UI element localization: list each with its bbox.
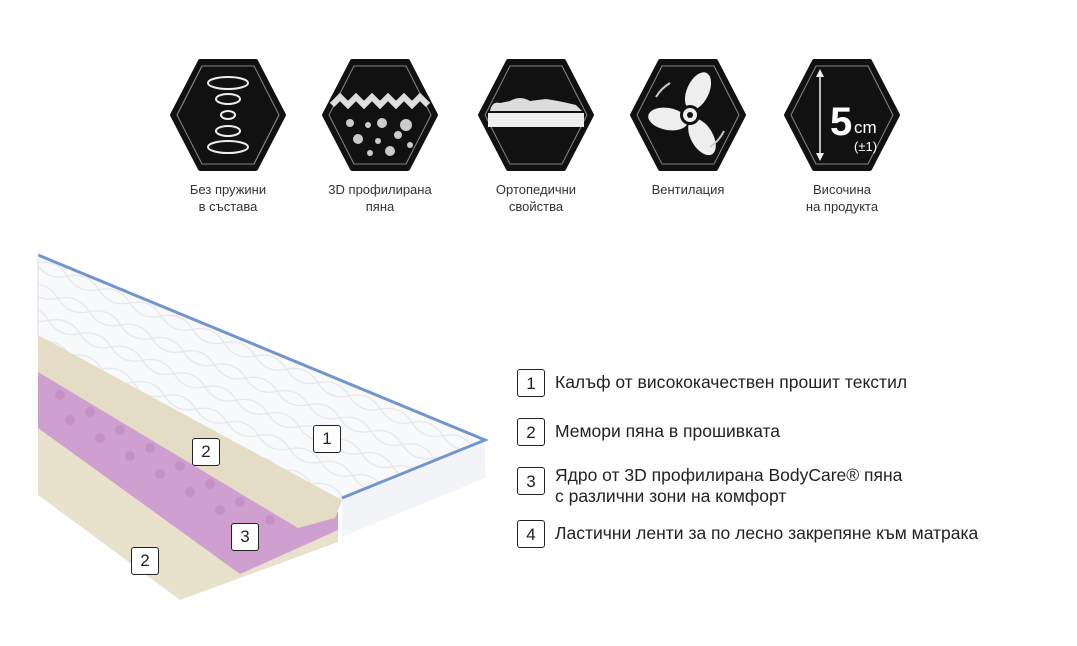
height-tolerance: (±1) <box>854 139 877 154</box>
legend-item: 3 Ядро от 3D профилирана BodyCare® пяна с… <box>517 465 902 507</box>
legend-number: 2 <box>517 418 545 446</box>
feature-ventilation: Вентилация <box>618 55 758 198</box>
legend-text: Ядро от 3D профилирана BodyCare® пяна с … <box>555 465 903 506</box>
feature-label: Ортопедични свойства <box>495 182 577 214</box>
feature-label: 3D профилирана пяна <box>328 182 432 214</box>
diagram-badge-2-top: 2 <box>192 438 220 466</box>
legend-number: 4 <box>517 520 545 548</box>
cover-piping <box>37 253 489 500</box>
legend-item: 4 Ластични ленти за по лесно закрепяне къ… <box>517 520 978 548</box>
height-value: 5 <box>830 100 852 144</box>
legend-text: Мемори пяна в прошивката <box>555 421 781 441</box>
mattress-layers-diagram <box>37 253 489 600</box>
legend-text: Калъф от висококачествен прошит текстил <box>555 372 908 392</box>
feature-label: Без пружини в състава <box>189 182 267 214</box>
top-memory-layer <box>38 335 342 528</box>
feature-height: 5 cm (±1) Височина на продукта <box>772 55 912 215</box>
feature-label: Вентилация <box>651 182 725 197</box>
feature-no-springs: Без пружини в състава <box>158 55 298 215</box>
height-unit: cm <box>854 118 877 137</box>
3d-foam-icon <box>322 59 438 171</box>
feature-label: Височина на продукта <box>805 182 879 214</box>
feature-3d-foam: 3D профилирана пяна <box>310 55 450 215</box>
no-springs-icon <box>170 59 286 171</box>
ventilation-fan-icon <box>630 59 746 171</box>
diagram-badge-2-bottom: 2 <box>131 547 159 575</box>
bottom-memory-layer <box>38 425 338 600</box>
foam-core-layer <box>38 368 338 574</box>
legend-item: 1 Калъф от висококачествен прошит текстил <box>517 369 907 397</box>
legend-item: 2 Мемори пяна в прошивката <box>517 418 780 446</box>
feature-orthopedic: Ортопедични свойства <box>466 55 606 215</box>
height-icon: 5 cm (±1) <box>784 59 900 171</box>
diagram-badge-1: 1 <box>313 425 341 453</box>
legend-text: Ластични ленти за по лесно закрепяне към… <box>555 523 979 543</box>
legend-number: 3 <box>517 467 545 495</box>
legend-number: 1 <box>517 369 545 397</box>
orthopedic-icon <box>478 59 594 171</box>
diagram-badge-3: 3 <box>231 523 259 551</box>
cover-side <box>342 442 485 537</box>
